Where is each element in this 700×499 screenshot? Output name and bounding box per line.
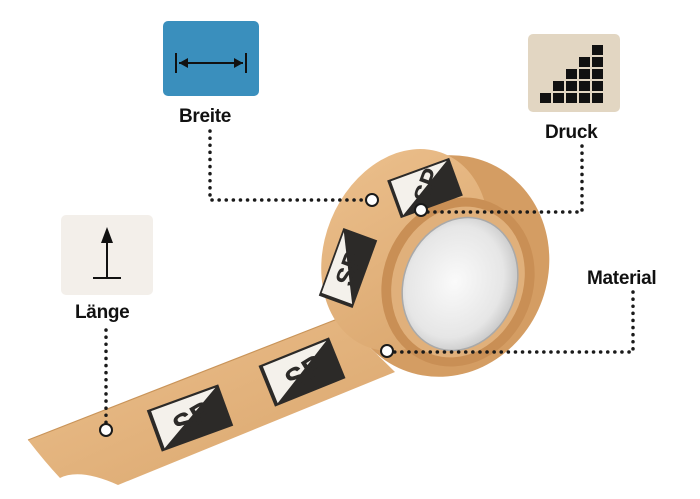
- label-druck: Druck: [545, 122, 598, 143]
- leader-breite: [208, 129, 372, 202]
- strip-print-1: SP: [146, 384, 234, 452]
- endpoint-breite: [365, 193, 379, 207]
- label-material: Material: [587, 268, 657, 289]
- print-stairs-icon: [528, 34, 620, 112]
- label-laenge: Länge: [75, 302, 130, 323]
- width-arrows-icon: [163, 21, 259, 96]
- leader-endpoints: [99, 193, 428, 437]
- tape-roll: [321, 149, 550, 377]
- roll-print-top: SP: [387, 157, 463, 219]
- endpoint-druck: [414, 203, 428, 217]
- leader-lines: [104, 129, 635, 430]
- leader-druck: [423, 144, 584, 214]
- leader-material: [388, 290, 635, 354]
- endpoint-laenge: [99, 423, 113, 437]
- endpoint-material: [380, 344, 394, 358]
- length-arrow-icon: [61, 215, 153, 295]
- label-breite: Breite: [179, 106, 232, 127]
- roll-print-side: SP: [318, 228, 378, 308]
- print-stairs-glyph: [540, 45, 603, 103]
- length-arrow-glyph: [93, 227, 121, 279]
- width-arrows-glyph: [175, 53, 247, 73]
